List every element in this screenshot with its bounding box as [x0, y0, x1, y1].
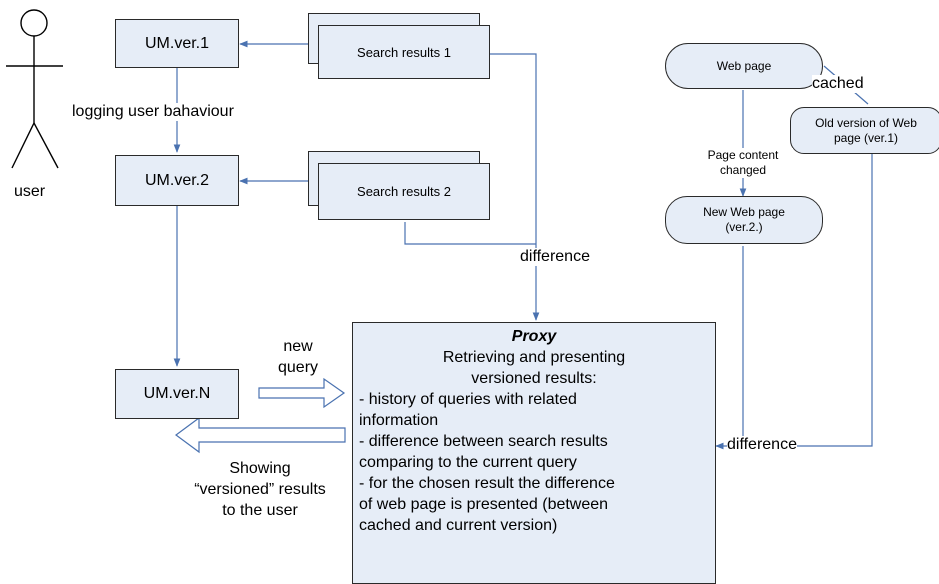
search-results-2-label: Search results 2 — [357, 184, 451, 199]
new-web-page-node: New Web page (ver.2.) — [665, 196, 823, 244]
logging-label: logging user bahaviour — [72, 103, 234, 121]
new-query-label-line-1: new — [283, 338, 313, 355]
showing-label-line-1: Showing — [229, 460, 291, 477]
web-page-node: Web page — [665, 43, 823, 89]
proxy-subtitle-line-1: Retrieving and presenting — [442, 349, 626, 366]
showing-label-line-2: “versioned” results — [194, 481, 326, 498]
um-ver-1-label: UM.ver.1 — [144, 34, 209, 52]
search-results-2-box: Search results 2 — [318, 163, 490, 220]
new-web-page-line-2: (ver.2.) — [725, 220, 763, 234]
difference-label-right: difference — [727, 436, 797, 454]
search-results-1-label: Search results 1 — [357, 44, 451, 60]
showing-results-label: Showing “versioned” results to the user — [190, 458, 330, 521]
proxy-item-line-7: cached and current version) — [359, 517, 558, 534]
um-ver-2-box: UM.ver.2 — [115, 155, 239, 206]
new-query-label: new query — [278, 336, 318, 378]
web-page-label: Web page — [716, 58, 772, 73]
showing-label-line-3: to the user — [222, 502, 298, 519]
page-changed-line-2: changed — [719, 163, 767, 177]
proxy-item-line-5: - for the chosen result the difference — [359, 475, 615, 492]
cached-label: cached — [812, 75, 864, 93]
user-icon — [6, 9, 63, 169]
new-query-block-arrow — [258, 377, 346, 409]
proxy-subtitle-line-2: versioned results: — [471, 370, 597, 387]
um-ver-n-box: UM.ver.N — [115, 369, 239, 419]
difference-label-left: difference — [520, 248, 590, 266]
old-web-page-node: Old version of Web page (ver.1) — [790, 107, 939, 154]
showing-results-block-arrow — [174, 416, 346, 454]
line-sr2-difference — [404, 222, 536, 245]
old-web-page-line-2: page (ver.1) — [833, 130, 899, 145]
old-web-page-line-1: Old version of Web — [815, 115, 917, 130]
proxy-item-line-4: comparing to the current query — [359, 454, 577, 471]
um-ver-2-label: UM.ver.2 — [144, 171, 209, 189]
proxy-item-line-1: - history of queries with related — [359, 391, 577, 408]
search-results-1-box: Search results 1 — [318, 25, 490, 79]
um-ver-n-label: UM.ver.N — [143, 385, 211, 402]
proxy-item-line-3: - difference between search results — [359, 433, 608, 450]
um-ver-1-box: UM.ver.1 — [115, 19, 239, 68]
proxy-item-line-6: of web page is presented (between — [359, 496, 609, 513]
page-changed-label: Page content changed — [693, 148, 793, 178]
new-web-page-line-1: New Web page — [703, 205, 785, 219]
page-changed-line-1: Page content — [707, 148, 779, 162]
new-query-label-line-2: query — [278, 359, 319, 376]
user-label: user — [14, 183, 46, 200]
proxy-box: Proxy Retrieving and presenting versione… — [352, 322, 716, 584]
line-sr1-difference — [476, 53, 540, 321]
proxy-item-line-2: information — [359, 412, 439, 429]
proxy-title: Proxy — [511, 328, 557, 345]
